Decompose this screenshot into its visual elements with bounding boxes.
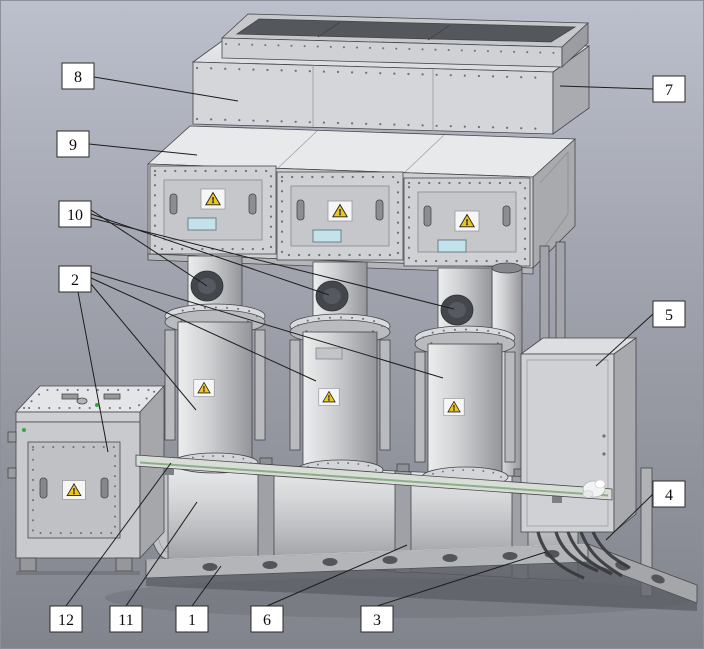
callout-label: 6 [263, 612, 271, 629]
callout-label: 4 [665, 487, 673, 504]
phase-cylinder [427, 343, 503, 482]
inspection-window [437, 239, 467, 253]
callout-label: 12 [58, 612, 74, 629]
callout-11: 11 [109, 605, 143, 633]
callout-label: 1 [188, 612, 196, 629]
callout-3: 3 [360, 605, 394, 633]
warning-triangle-icon [62, 480, 86, 500]
left-box-side [139, 384, 165, 560]
phase-column-3 [414, 267, 516, 482]
warning-triangle-icon [200, 188, 226, 210]
callout-8: 8 [61, 62, 95, 90]
phase-column-2 [289, 261, 391, 474]
callout-label: 10 [67, 207, 83, 224]
right-box-side [613, 337, 637, 533]
callout-label: 9 [69, 137, 77, 154]
base-skid [145, 543, 698, 611]
callout-2: 2 [58, 265, 92, 293]
warning-triangle-icon [318, 388, 340, 406]
indicator-led [22, 428, 26, 432]
right-control-box [519, 241, 653, 597]
side-plate [164, 329, 176, 441]
callout-label: 7 [665, 82, 673, 99]
warning-triangle-icon [443, 398, 465, 416]
tray-cavity [235, 18, 577, 43]
callout-label: 8 [74, 69, 82, 86]
top-cable-tray [221, 13, 589, 68]
callout-label: 3 [373, 612, 381, 629]
inspection-window [187, 217, 217, 231]
phase-columns [164, 255, 516, 482]
callout-12: 12 [49, 605, 83, 633]
callout-label: 2 [71, 272, 79, 289]
foot [115, 557, 133, 572]
cabinet-bay-2 [276, 171, 404, 261]
side-plate [254, 329, 266, 441]
cabinet-bays [149, 165, 531, 267]
callouts: 8 7 9 10 2 5 4 12 [49, 62, 686, 633]
foot [19, 557, 37, 572]
warning-triangle-icon [454, 210, 480, 232]
side-plate [379, 339, 391, 451]
side-plate [414, 351, 426, 463]
skid-shadow [146, 562, 697, 611]
conduit [539, 245, 550, 341]
callout-10: 10 [58, 200, 92, 228]
warning-triangle-icon [327, 200, 353, 222]
mounting-bar [135, 454, 613, 503]
indicator-led [95, 403, 99, 407]
cabinet-bay-3 [403, 177, 531, 267]
cabinet-bay-1 [149, 165, 277, 255]
cable-bundle [536, 531, 631, 580]
phase-cylinder [177, 321, 253, 467]
inspection-window [312, 229, 342, 243]
right-box-front [520, 353, 615, 533]
white-glove [582, 479, 606, 498]
side-plate [504, 351, 516, 463]
callout-1: 1 [175, 605, 209, 633]
callout-9: 9 [56, 130, 90, 158]
callout-4: 4 [652, 480, 686, 508]
callout-5: 5 [652, 300, 686, 328]
callout-label: 11 [118, 612, 133, 629]
left-junction-box [7, 384, 165, 575]
warning-triangle-icon [193, 379, 215, 397]
conduit [555, 241, 566, 341]
callout-label: 5 [665, 307, 673, 324]
leader-lines [65, 76, 654, 607]
callout-6: 6 [250, 605, 284, 633]
side-plate [289, 339, 301, 451]
callout-7: 7 [652, 75, 686, 103]
